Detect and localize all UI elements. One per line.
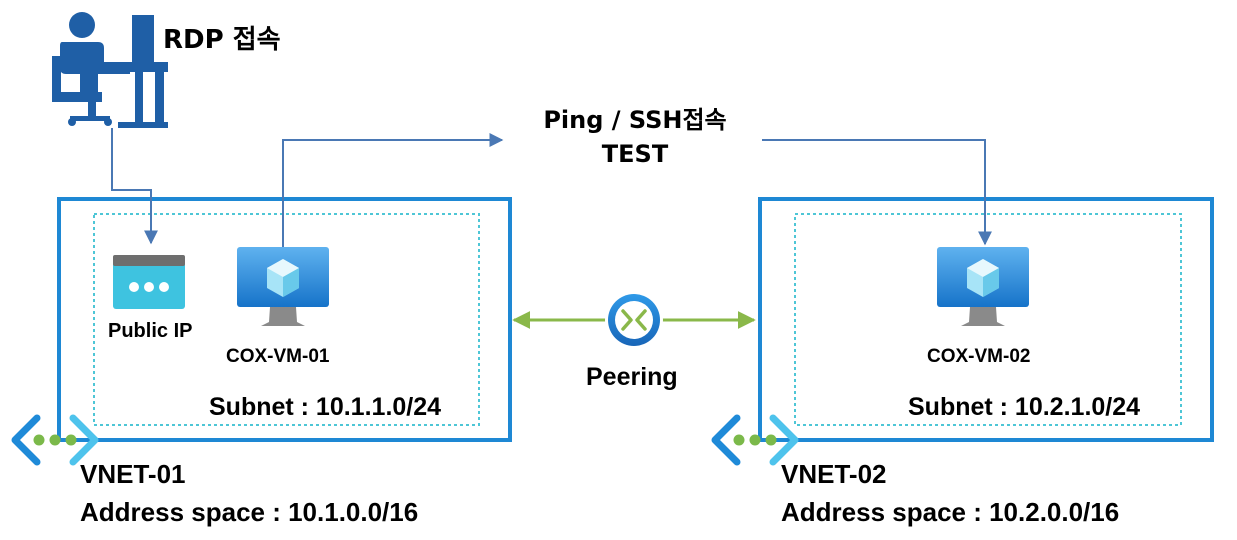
subnet-01-label: Subnet : 10.1.1.0/24: [209, 393, 442, 421]
peering-icon: [605, 291, 663, 349]
rdp-label: RDP 접속: [163, 25, 281, 55]
vm-01-icon: [237, 247, 329, 326]
public-ip-label: Public IP: [108, 320, 193, 342]
vnet-01-name: VNET-01: [80, 459, 186, 489]
test-connector-in: [762, 139, 992, 246]
public-ip-icon: [113, 255, 185, 309]
test-label-line1: Ping / SSH접속: [543, 106, 727, 134]
vnet-02-name: VNET-02: [781, 459, 887, 489]
vnet-02-caption: VNET-02 Address space : 10.2.0.0/16: [781, 455, 1119, 531]
vm-02-label: COX-VM-02: [927, 346, 1031, 367]
user-computer-icon: [52, 12, 168, 128]
vm-01-label: COX-VM-01: [226, 346, 330, 367]
subnet-02-label: Subnet : 10.2.1.0/24: [908, 393, 1141, 421]
vnet-02-icon: [711, 414, 799, 466]
vnet-01-icon: [11, 414, 99, 466]
vnet-01-caption: VNET-01 Address space : 10.1.0.0/16: [80, 455, 418, 531]
test-connector-out: [282, 133, 504, 248]
vnet-02-address-space: Address space : 10.2.0.0/16: [781, 497, 1120, 527]
rdp-connector: [111, 128, 158, 245]
vm-02-icon: [937, 247, 1029, 326]
vnet-01-address-space: Address space : 10.1.0.0/16: [80, 497, 419, 527]
test-label-line2: TEST: [601, 140, 669, 168]
subnet-01-box: [93, 213, 480, 426]
peering-label: Peering: [586, 363, 678, 391]
vnet-01-box: [57, 197, 512, 442]
subnet-02-box: [794, 213, 1182, 426]
test-label: Ping / SSH접속 TEST: [505, 103, 765, 171]
